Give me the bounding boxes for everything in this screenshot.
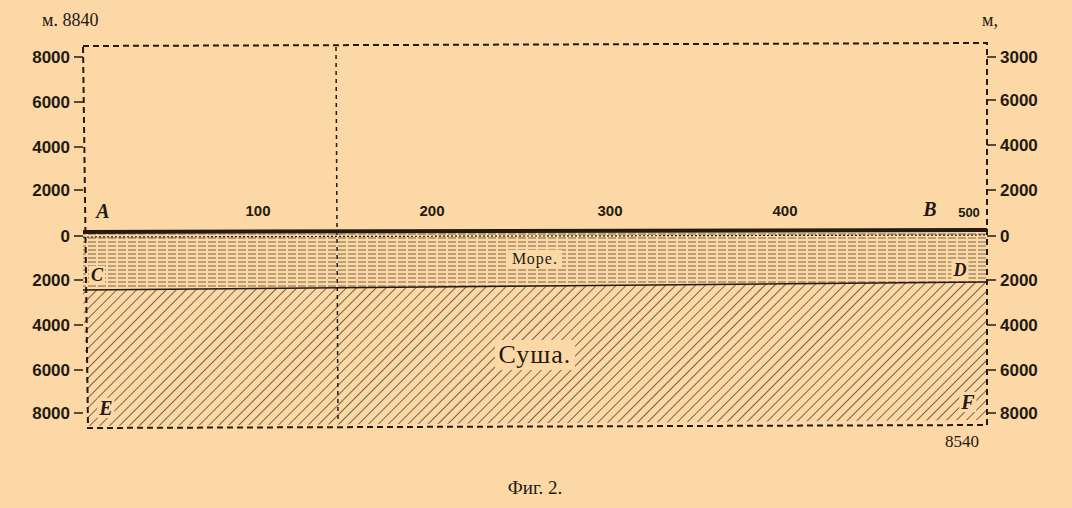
scale-divider — [336, 47, 338, 420]
unit-label: м. 8840 — [42, 11, 98, 29]
sea-band: Море. — [83, 238, 987, 280]
left-axis-value: 2000 — [32, 182, 70, 199]
point-letter: D — [952, 261, 969, 279]
depth-value: 8540 — [945, 433, 979, 450]
distance-scale: 500 — [958, 206, 980, 219]
left-axis-value: 4000 — [32, 317, 70, 334]
left-axis-value: 8000 — [32, 405, 70, 422]
land-hatch — [83, 282, 987, 426]
left-axis-value: 4000 — [32, 139, 70, 156]
point-letter: E — [97, 398, 114, 418]
right-axis-value: 3000 — [1000, 49, 1038, 66]
distance-scale: 400 — [772, 203, 797, 218]
sea-level-line — [83, 230, 987, 232]
left-axis-value: 6000 — [32, 362, 70, 379]
left-axis-value: 6000 — [32, 94, 70, 111]
unit-label: м, — [982, 11, 998, 29]
axis-ticks — [74, 57, 996, 413]
right-axis-value: 4000 — [1000, 137, 1038, 154]
right-axis-value: 6000 — [1000, 362, 1038, 379]
point-letter: F — [959, 392, 976, 412]
sea-hatch — [83, 232, 987, 290]
band-name: Море. — [508, 250, 562, 269]
right-axis-value: 0 — [1000, 228, 1009, 245]
sea-floor-line — [83, 282, 987, 290]
right-axis-value: 4000 — [1000, 317, 1038, 334]
frame-dashed — [83, 43, 987, 428]
right-axis-value: 2000 — [1000, 182, 1038, 199]
figure-caption: Фиг. 2. — [508, 477, 563, 499]
distance-scale: 300 — [597, 203, 622, 218]
point-letter: C — [89, 266, 105, 284]
point-letter: A — [96, 201, 109, 221]
right-axis-value: 2000 — [1000, 272, 1038, 289]
left-axis-value: 2000 — [32, 272, 70, 289]
band-name: Суша. — [495, 340, 576, 369]
sea-level-dots — [83, 235, 987, 237]
land-band: Суша. — [83, 292, 987, 418]
right-axis-value: 8000 — [1000, 405, 1038, 422]
distance-scale: 100 — [245, 203, 270, 218]
right-axis-value: 6000 — [1000, 92, 1038, 109]
distance-scale: 200 — [419, 203, 444, 218]
left-axis-value: 0 — [61, 228, 70, 245]
point-letter: B — [923, 199, 936, 219]
left-axis-value: 8000 — [32, 49, 70, 66]
